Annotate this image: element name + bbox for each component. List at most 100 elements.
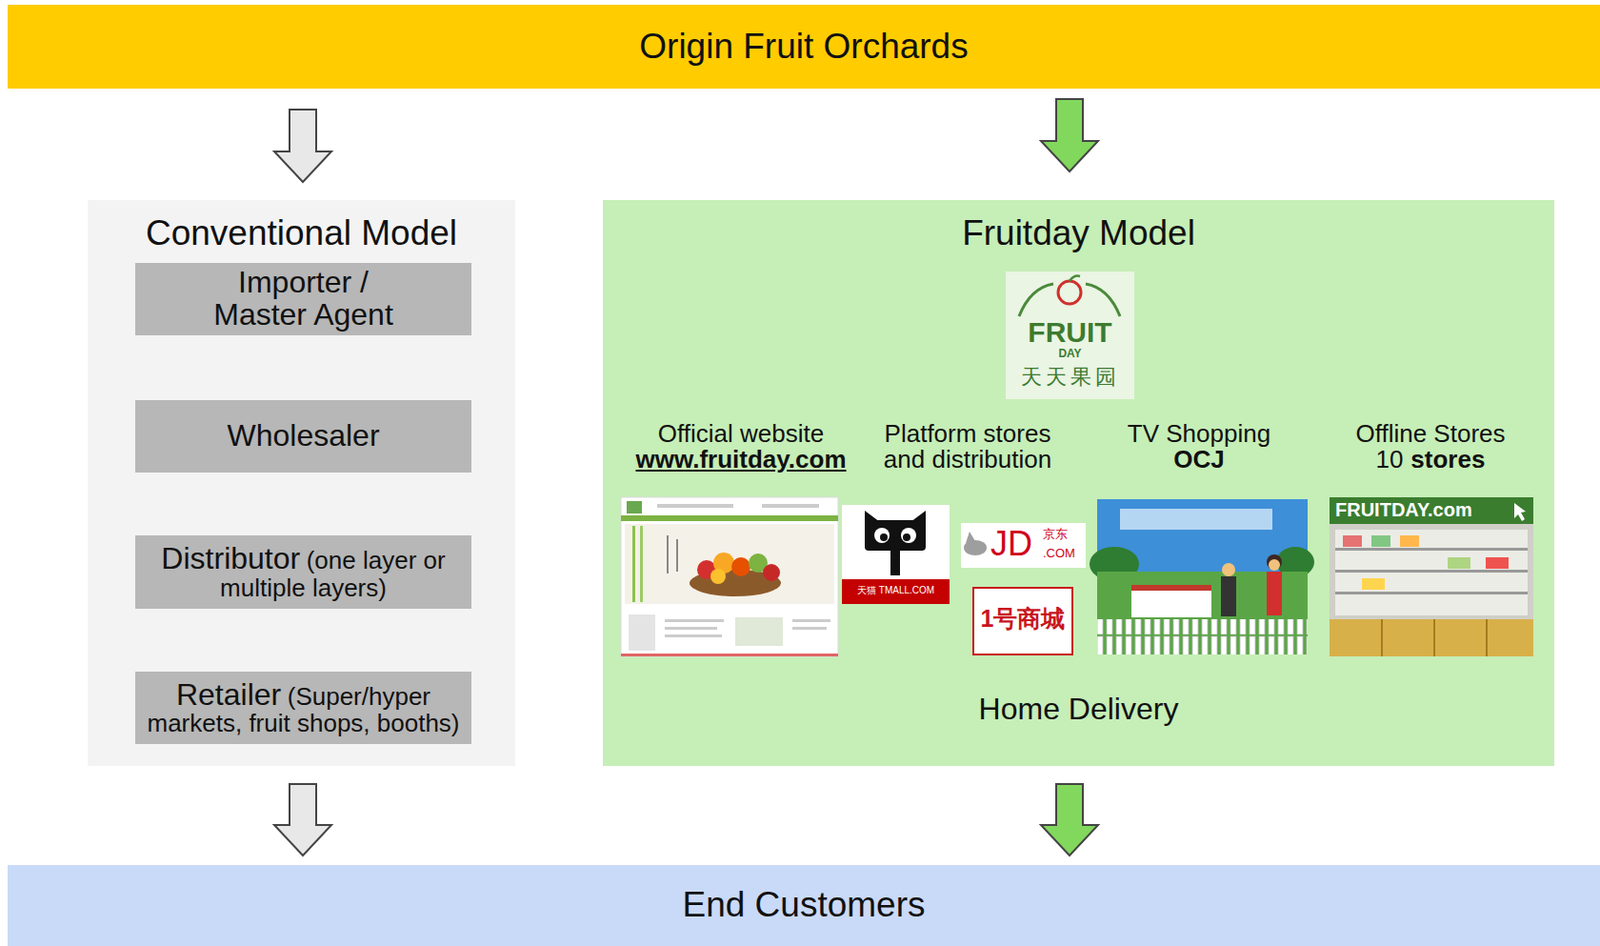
- website-screenshot-part: [640, 525, 643, 602]
- tv-shopping-photo: [1089, 499, 1315, 655]
- website-screenshot-part: [664, 619, 724, 622]
- target-band: End Customers: [7, 864, 1600, 946]
- process-box: Wholesaler: [135, 400, 472, 473]
- store-photo-part: [1335, 529, 1528, 616]
- box-text: Wholesaler: [226, 420, 380, 453]
- process-box: Distributor(one layer or multiple layers…: [135, 535, 472, 609]
- tv-shopping-photo-part: [1097, 499, 1308, 655]
- tmall-logo-part: [841, 579, 950, 604]
- store-photo-part: [1361, 578, 1385, 590]
- tv-shopping-photo-part: [1266, 571, 1282, 616]
- node-title: Distributor: [160, 540, 300, 576]
- website-screenshot-part: [664, 634, 722, 638]
- store-photo-part: [1485, 557, 1509, 569]
- flow-arrow: [274, 783, 332, 856]
- store-photo-part: [1335, 591, 1528, 595]
- fruitday-logo: [1005, 271, 1135, 400]
- website-screenshot-part: [626, 500, 642, 514]
- process-box: Importer / Master Agent: [135, 262, 472, 336]
- website-screenshot: [620, 497, 839, 657]
- tmall-logo-part: [864, 520, 926, 551]
- channel-illustrations-part: [620, 271, 1534, 657]
- channel-illustrations: [602, 200, 1555, 766]
- website-screenshot-part: [620, 653, 839, 657]
- website-screenshot-part: [761, 503, 820, 508]
- store-photo-part: [1329, 619, 1534, 657]
- tmall-logo-part: [900, 527, 917, 543]
- tmall-logo-part: [902, 533, 911, 541]
- tv-shopping-photo-part: [1268, 559, 1280, 571]
- node-title: Fruitday Model: [602, 213, 1555, 255]
- store-photo-part: [1485, 619, 1488, 657]
- node-title: Origin Fruit Orchards: [639, 26, 968, 68]
- jd-logo-part: [960, 522, 1086, 568]
- website-screenshot-part: [620, 497, 839, 657]
- node-title: Retailer: [176, 677, 281, 712]
- website-screenshot-part: [664, 626, 718, 630]
- tv-shopping-photo-part: [1131, 588, 1212, 618]
- process-box: Retailer(Super/hyper markets, fruit shop…: [135, 671, 472, 744]
- fruitday-logo-part: [1069, 276, 1080, 281]
- flow-arrow: [1040, 783, 1099, 856]
- node-title: End Customers: [682, 884, 926, 926]
- website-screenshot-part: [762, 563, 780, 581]
- website-screenshot-part: [676, 539, 679, 572]
- tmall-logo-part: [841, 504, 950, 604]
- store-photo: [1329, 497, 1534, 657]
- source-band: Origin Fruit Orchards: [7, 4, 1600, 89]
- website-screenshot-part: [731, 557, 751, 577]
- store-photo-part: [1335, 569, 1528, 573]
- yhd-logo-part: [973, 587, 1073, 655]
- website-screenshot-part: [632, 525, 636, 602]
- node-title: Conventional Model: [87, 213, 516, 255]
- website-screenshot-part: [792, 626, 827, 630]
- tv-shopping-photo-part: [1097, 619, 1308, 655]
- box-text: Distributor(one layer or multiple layers…: [140, 542, 466, 601]
- fruitday-logo-part: [1005, 271, 1135, 400]
- store-photo-part: [1335, 547, 1528, 551]
- store-photo-part: [1342, 535, 1362, 547]
- tv-shopping-photo-part: [1221, 562, 1236, 577]
- fruitday-logo-part: [1019, 283, 1054, 317]
- node-subtitle: Home Delivery: [602, 691, 1555, 727]
- jd-logo-part: [965, 531, 976, 543]
- model-panel: Fruitday ModelHome Delivery: [602, 200, 1555, 766]
- node-title: Wholesaler: [226, 418, 380, 453]
- website-screenshot-part: [657, 503, 734, 508]
- flow-arrow: [274, 109, 332, 182]
- yhd-logo: [973, 587, 1073, 655]
- store-photo-part: [1400, 535, 1420, 547]
- jd-logo: [960, 522, 1086, 568]
- fruitday-logo-part: [1058, 280, 1081, 304]
- flow-arrow: [1040, 99, 1099, 172]
- website-screenshot-part: [735, 617, 783, 646]
- website-screenshot-part: [792, 619, 831, 622]
- fruitday-logo-part: [1085, 283, 1120, 317]
- box-text: Importer / Master Agent: [194, 266, 414, 331]
- website-screenshot-part: [620, 515, 839, 521]
- box-text: Retailer(Super/hyper markets, fruit shop…: [140, 679, 467, 738]
- tv-shopping-photo-part: [1266, 554, 1282, 570]
- tmall-logo-part: [880, 533, 888, 541]
- tmall-logo-part: [874, 527, 890, 543]
- tmall-logo: [841, 504, 950, 604]
- node-title: Importer / Master Agent: [213, 264, 394, 332]
- store-photo-part: [1447, 557, 1471, 569]
- website-screenshot-part: [710, 568, 726, 584]
- store-photo-part: [1329, 497, 1534, 524]
- store-photo-part: [1371, 535, 1391, 547]
- model-panel: Conventional ModelImporter / Master Agen…: [87, 200, 516, 766]
- website-screenshot-part: [666, 535, 669, 574]
- website-screenshot-part: [624, 523, 835, 604]
- tv-shopping-photo-part: [1097, 571, 1308, 655]
- store-photo-part: [1514, 502, 1526, 521]
- tv-shopping-photo-part: [1120, 508, 1273, 530]
- store-photo-part: [1433, 619, 1436, 657]
- store-photo-part: [1329, 497, 1534, 657]
- website-screenshot-part: [628, 614, 656, 651]
- tv-shopping-photo-part: [1220, 576, 1237, 617]
- tmall-logo-part: [890, 550, 900, 576]
- store-photo-part: [1380, 619, 1383, 657]
- tv-shopping-photo-part: [1131, 584, 1212, 591]
